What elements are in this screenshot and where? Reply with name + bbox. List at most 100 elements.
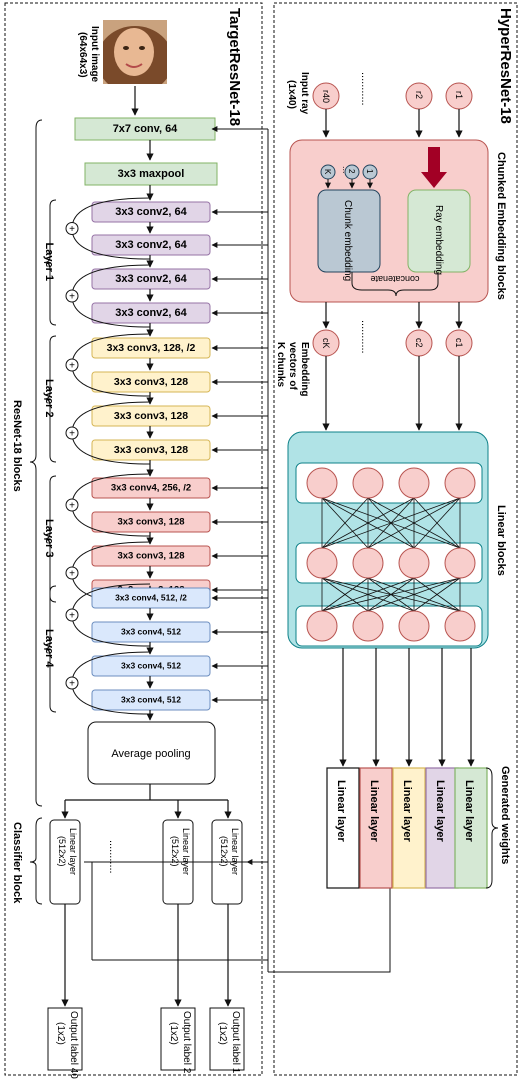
generated-weights-bracket — [485, 767, 499, 889]
layer-2-block-4-label: 3x3 conv3, 128 — [114, 444, 188, 456]
layer-3-block-3 — [91, 545, 211, 567]
embed-node-c1-label: c1 — [454, 338, 464, 348]
layer-3-block-2 — [91, 511, 211, 533]
layer-4-block-2-label: 3x3 conv4, 512 — [121, 626, 181, 636]
classifier-2-label: Linear layer — [181, 828, 191, 875]
layer-2-residual-1-plus-sign: + — [69, 361, 75, 372]
layer-2-residual-2-plus-sign: + — [69, 429, 75, 440]
generated-linear-layer-3 — [392, 767, 426, 889]
layer-1-block-2-label: 3x3 conv2, 64 — [115, 239, 187, 251]
embed-node-c2: c2 — [405, 329, 433, 357]
classifier-40-size: (512x2) — [57, 836, 67, 867]
classifier-2-size: (512x2) — [170, 836, 180, 867]
linear-node-1-4 — [444, 467, 476, 499]
layer-3-residual-1-plus-sign: + — [69, 501, 75, 512]
weight-feed-lines — [84, 126, 391, 973]
classifier-40-label: Linear layer — [68, 828, 78, 875]
ray-node-r40: r40 — [312, 82, 340, 110]
target-title: TargetResNet-18 — [226, 8, 243, 126]
embed-node-c2-label: c2 — [414, 338, 424, 348]
embedding-label-3: K chunks — [275, 342, 286, 387]
layer-3-block-3-label: 3x3 conv3, 128 — [117, 551, 184, 562]
embed-dots: ........... — [359, 320, 371, 354]
layer-2-block-2-label: 3x3 conv3, 128 — [114, 376, 188, 388]
maxpool-label: 3x3 maxpool — [118, 168, 185, 180]
output-2-size: (1x2) — [168, 1022, 179, 1045]
layer-4-block-4-label: 3x3 conv4, 512 — [121, 694, 181, 704]
classifier-bracket — [29, 817, 43, 905]
ray-embedding-box — [407, 189, 471, 273]
embed-node-cK: cK — [312, 329, 340, 357]
linear-node-2-1 — [306, 547, 338, 579]
layer-4-block-1 — [91, 587, 211, 609]
linear-node-2-4 — [444, 547, 476, 579]
layer-4-block-3 — [91, 655, 211, 677]
generated-weights-to-bus — [268, 888, 391, 973]
layer-1-residual-1-plus — [65, 222, 79, 235]
output-40: Output label 40 (1x2) — [47, 1007, 83, 1079]
generated-linear-layer-5 — [454, 767, 488, 889]
layer-1-block-3-label: 3x3 conv2, 64 — [115, 273, 187, 285]
linear-node-3-1 — [306, 610, 338, 642]
ray-embedding-arrow — [421, 147, 447, 188]
layer-4-block-3-label: 3x3 conv4, 512 — [121, 660, 181, 670]
layer-4-bracket — [43, 585, 57, 713]
input-image-label-1: Input image — [89, 26, 100, 83]
layer-1-block-4-label: 3x3 conv2, 64 — [115, 307, 187, 319]
generated-linear-layer-1-label: Linear layer — [335, 780, 347, 842]
linear-connection — [321, 497, 369, 549]
embedding-label-1: Embedding — [299, 342, 310, 396]
target-panel-frame — [4, 2, 263, 1076]
layer-2-block-2 — [91, 371, 211, 393]
linear-node-1-2 — [352, 467, 384, 499]
layer-3-block-2-label: 3x3 conv3, 128 — [117, 517, 184, 528]
input-ray-label-1: Input ray — [299, 72, 310, 115]
classifier-1-label: Linear layer — [230, 828, 240, 875]
resnet-layers: Layer 1 3x3 conv2, 64 3x3 conv2, 64 3x3 con… — [43, 197, 211, 721]
hyper-title: HyperResNet-18 — [497, 8, 514, 124]
generated-linear-layer-1 — [326, 767, 360, 889]
layer-1-block-1-label: 3x3 conv2, 64 — [115, 206, 187, 218]
layer-4-residual-2-plus — [65, 676, 79, 690]
linear-node-3-3 — [398, 610, 430, 642]
layer-3-label: Layer 3 — [43, 519, 55, 558]
layer-3-residual-2-plus — [65, 566, 79, 580]
output-2-label: Output label 2 — [181, 1011, 192, 1074]
chunk-node-k-label: K — [323, 169, 332, 175]
layer-4-residual-1-plus — [65, 608, 79, 622]
layer-4-block-4 — [91, 689, 211, 711]
linear-connection — [367, 497, 461, 549]
linear-node-1-3 — [398, 467, 430, 499]
layer-3-block-1-label: 3x3 conv4, 256, /2 — [111, 483, 191, 494]
layer-2-bracket — [43, 335, 57, 463]
chunked-embedding-label: Chunked Embedding blocks — [495, 152, 507, 300]
ray-node-r1-label: r1 — [454, 91, 464, 99]
classifier-block-label: Classifier block — [11, 822, 23, 904]
layer-2-block-1-label: 3x3 conv3, 128, /2 — [107, 342, 196, 354]
hyper-panel-frame — [273, 2, 518, 1076]
generated-linear-layer-4-label: Linear layer — [434, 780, 446, 842]
generated-weights-label: Generated weights — [499, 766, 511, 864]
output-1-label: Output label 1 — [230, 1011, 241, 1074]
resnet-blocks-label: ResNet-18 blocks — [11, 400, 23, 492]
embed-node-cK-label: cK — [321, 338, 331, 349]
layer-1-label: Layer 1 — [43, 243, 55, 282]
layer-3-residual-1-plus — [65, 498, 79, 512]
output-1: Output label 1 (1x2) — [209, 1007, 245, 1074]
avg-pooling-block — [87, 721, 216, 785]
chunk-node-1: 1 — [362, 164, 378, 180]
generated-linear-layer-5-label: Linear layer — [463, 780, 475, 842]
linear-connection — [413, 497, 461, 549]
linear-connection — [413, 577, 461, 612]
chunk-node-k: K — [320, 164, 336, 180]
linear-connection — [321, 577, 461, 612]
layer-2-block-3 — [91, 405, 211, 427]
ray-embedding-label: Ray embedding — [433, 205, 444, 275]
layer-1-residual-1-plus-sign: + — [69, 224, 75, 235]
chunk-node-1-label: 1 — [365, 169, 374, 174]
layer-1-bracket — [43, 199, 57, 326]
chunk-node-2-label: 2 — [347, 169, 356, 174]
ray-dots: ........... — [359, 72, 371, 106]
linear-node-3-2 — [352, 610, 384, 642]
